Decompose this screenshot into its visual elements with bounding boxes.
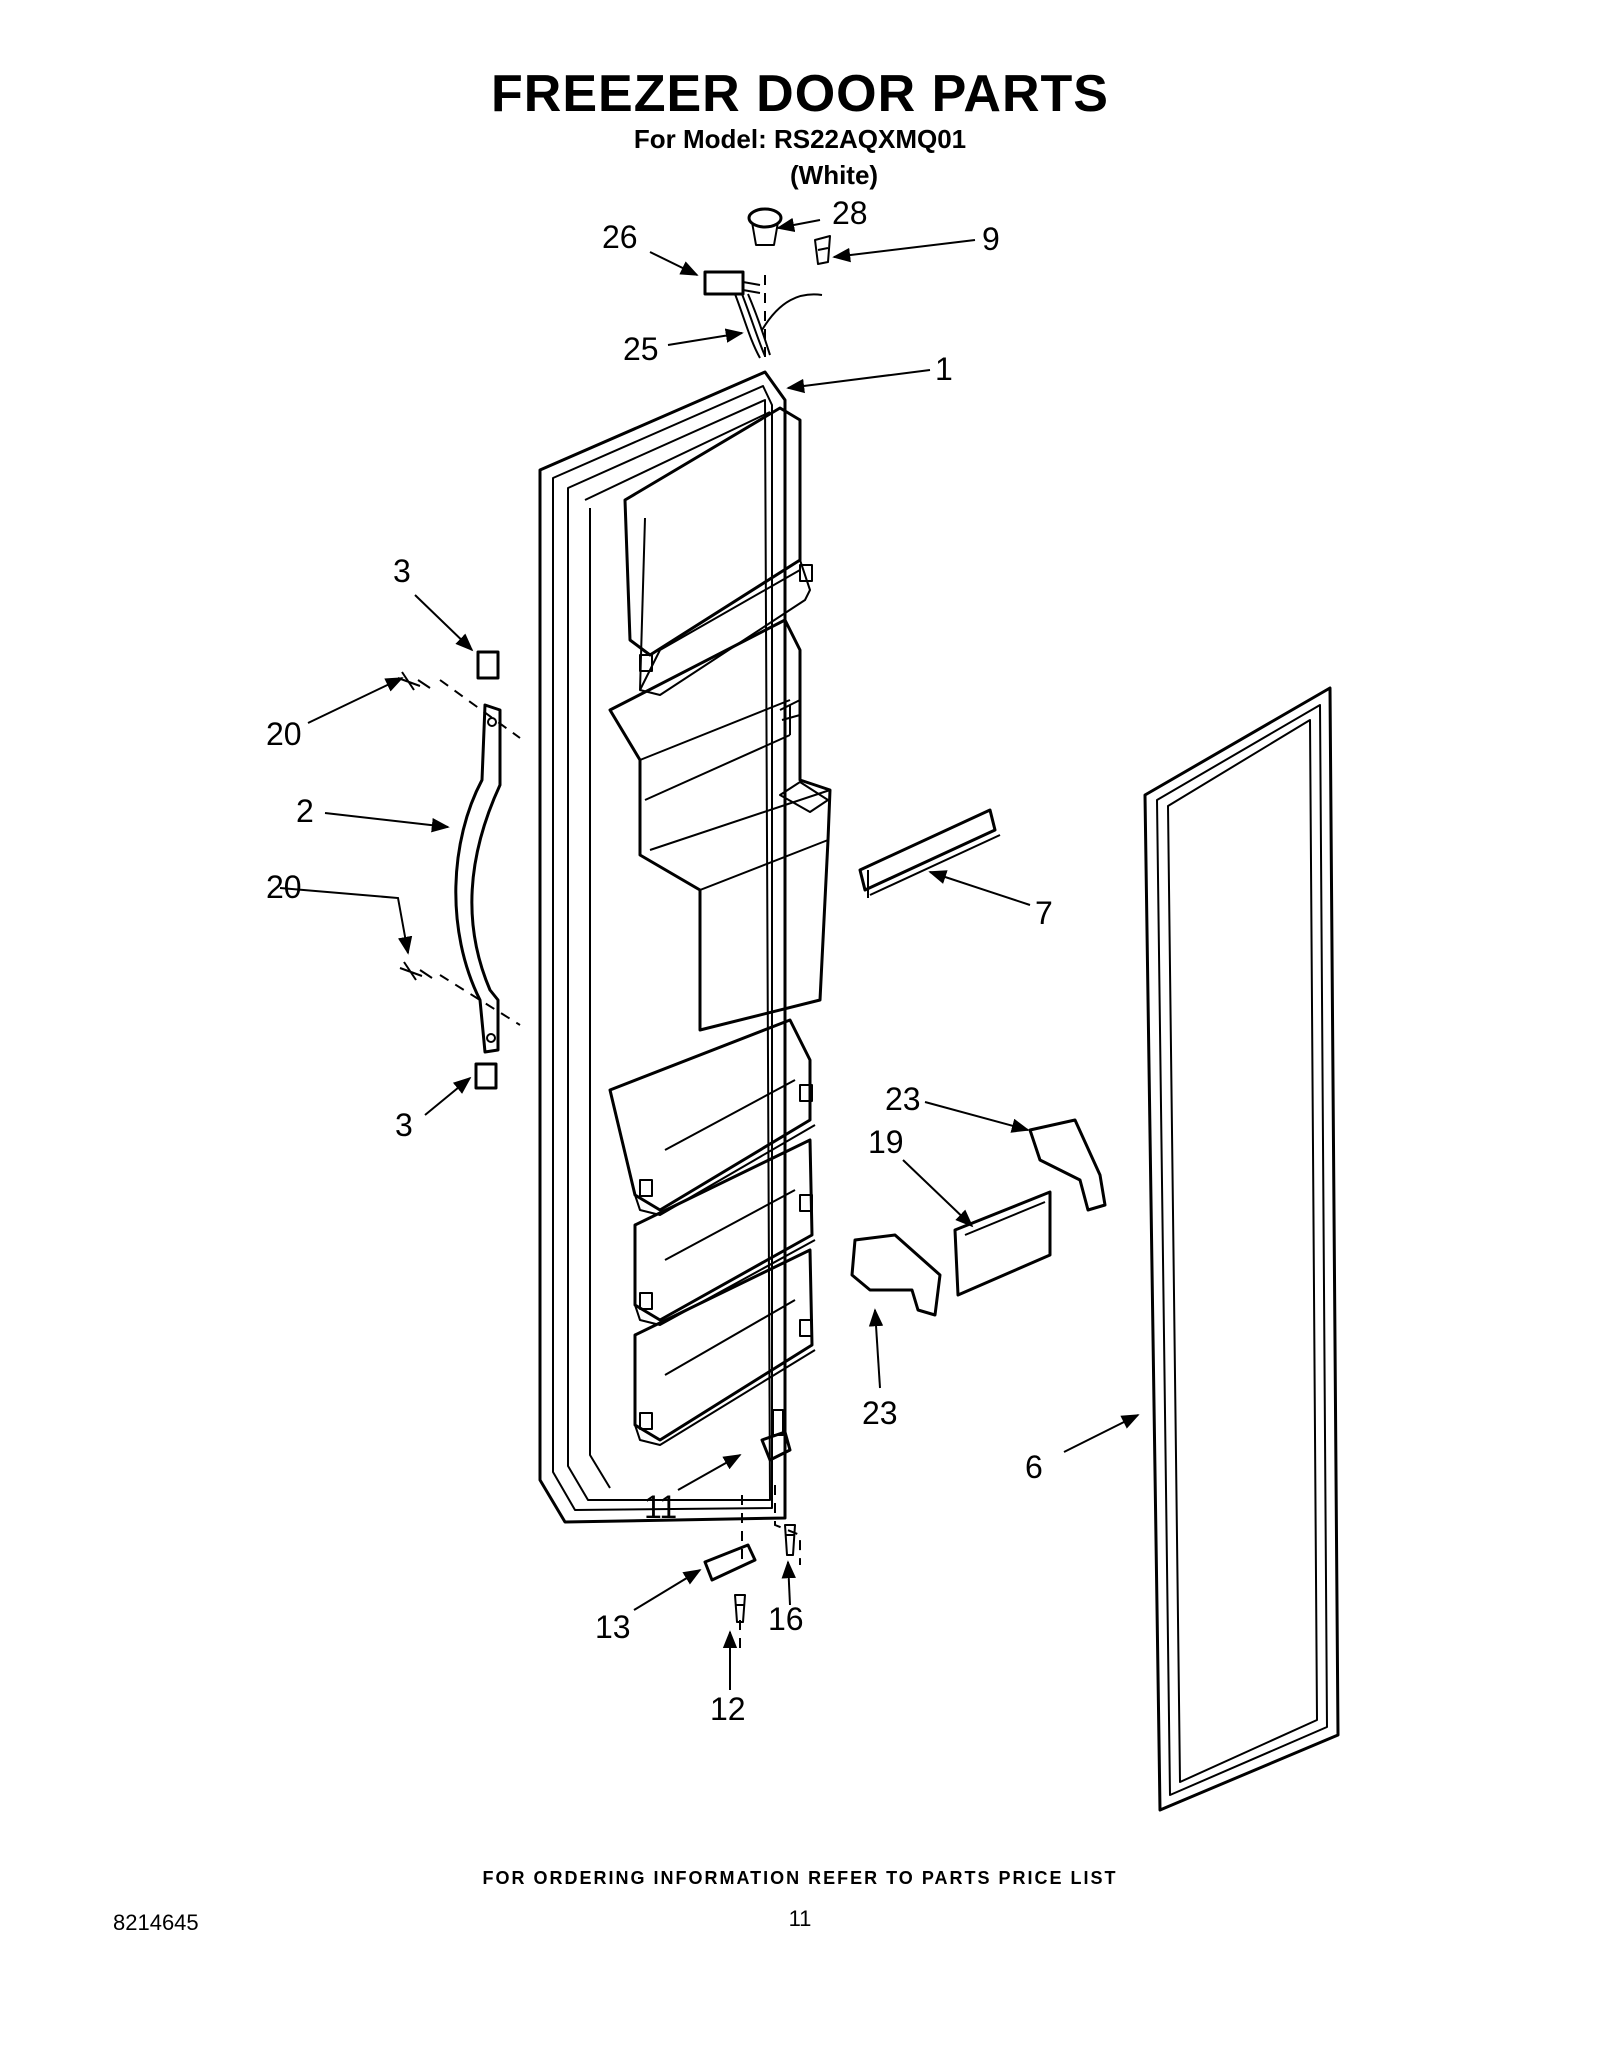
model-color: (White) — [790, 160, 879, 190]
hinge-screw — [734, 1594, 746, 1623]
page-number: 11 — [788, 1906, 812, 1931]
hinge-bracket — [703, 1543, 757, 1582]
document-number: 8214645 — [113, 1910, 199, 1935]
handle-screw-upper — [397, 671, 431, 691]
model-subtitle: For Model: RS22AQXMQ01 — [633, 124, 967, 154]
ice-guide — [858, 808, 1001, 898]
callout-23-lower: 23 — [862, 1395, 898, 1431]
callout-3-lower: 3 — [395, 1107, 413, 1143]
callout-28: 28 — [832, 195, 868, 231]
handle-end-cap-lower — [474, 1062, 498, 1090]
callout-12: 12 — [710, 1691, 746, 1727]
callout-16: 16 — [768, 1601, 804, 1637]
handle-end-cap-upper — [476, 650, 500, 680]
callout-13: 13 — [595, 1609, 631, 1645]
ordering-note: FOR ORDERING INFORMATION REFER TO PARTS … — [482, 1868, 1118, 1888]
callout-20-upper: 20 — [266, 716, 302, 752]
callout-2: 2 — [296, 793, 314, 829]
callout-26: 26 — [602, 219, 638, 255]
handle-screw-lower — [399, 961, 433, 981]
callout-20-lower: 20 — [266, 869, 302, 905]
callout-3-upper: 3 — [393, 553, 411, 589]
shelf-bracket-right — [1028, 1118, 1107, 1212]
callout-11: 11 — [644, 1489, 677, 1525]
wire-harness — [703, 270, 823, 359]
freezer-door-assembly — [538, 370, 832, 1524]
callout-23-upper: 23 — [885, 1081, 921, 1117]
light-switch — [747, 207, 783, 246]
callout-9: 9 — [982, 221, 1000, 257]
door-handle — [454, 703, 502, 1054]
door-gasket — [1143, 686, 1340, 1812]
callout-6: 6 — [1025, 1449, 1043, 1485]
hinge-pin — [760, 1409, 792, 1462]
shelf-trim — [953, 1190, 1052, 1297]
mounting-screw — [814, 235, 831, 265]
callout-25: 25 — [623, 331, 659, 367]
callout-19: 19 — [868, 1124, 904, 1160]
page-title: FREEZER DOOR PARTS — [491, 65, 1109, 123]
callout-7: 7 — [1035, 895, 1053, 931]
callout-1: 1 — [935, 351, 953, 387]
shelf-bracket-left — [850, 1233, 942, 1317]
hinge-mount-screw — [784, 1524, 796, 1556]
